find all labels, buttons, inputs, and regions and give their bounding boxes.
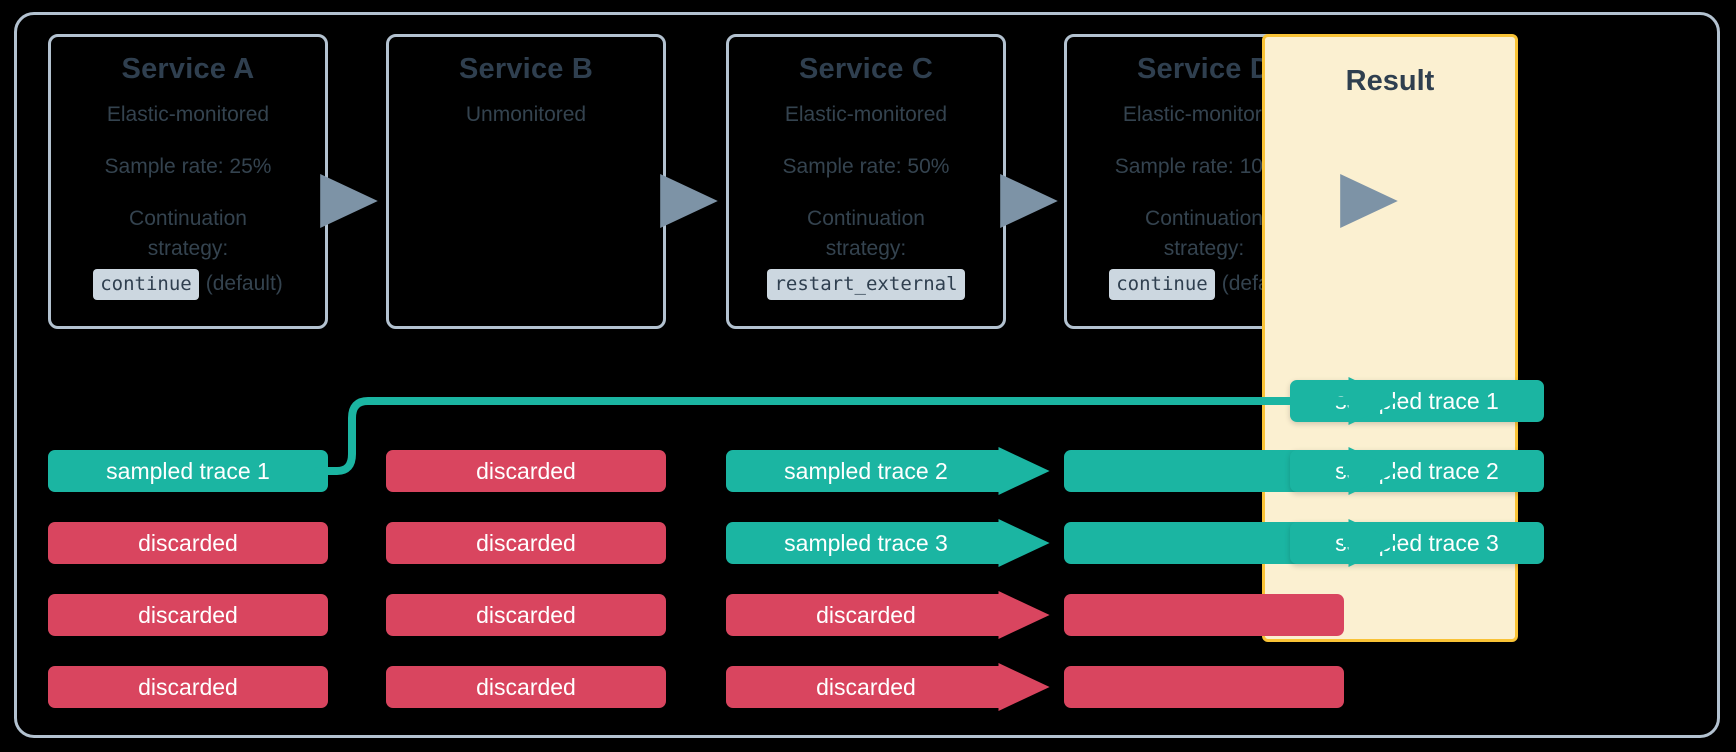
trace-pill: discarded	[386, 450, 666, 492]
result-trace-pill: sampled trace 1	[1290, 380, 1544, 422]
trace-pill	[1064, 594, 1344, 636]
trace-pill: discarded	[726, 666, 1006, 708]
service-sample-rate: Sample rate: 100%	[1114, 154, 1294, 178]
trace-pill: sampled trace 3	[726, 522, 1006, 564]
continuation-value-row: restart_external	[767, 268, 965, 301]
service-monitoring-status: Elastic-monitored	[1122, 103, 1286, 127]
service-monitoring-status: Elastic-monitored	[106, 103, 270, 127]
strategy-code-chip: continue	[93, 268, 199, 301]
trace-pill	[1064, 666, 1344, 708]
trace-pill: discarded	[48, 594, 328, 636]
result-trace-pill: sampled trace 3	[1290, 522, 1544, 564]
service-box-service-b: Service B Unmonitored	[386, 34, 666, 329]
continuation-label-line1: Continuation	[807, 206, 925, 230]
service-title: Service C	[799, 53, 933, 85]
service-monitoring-status: Unmonitored	[465, 103, 587, 127]
continuation-label-line1: Continuation	[1145, 206, 1263, 230]
service-sample-rate: Sample rate: 25%	[104, 154, 272, 178]
result-trace-pill: sampled trace 2	[1290, 450, 1544, 492]
continuation-label-line2: strategy:	[825, 237, 907, 261]
trace-pill: sampled trace 2	[726, 450, 1006, 492]
trace-pill: discarded	[386, 594, 666, 636]
outer-frame	[14, 12, 1720, 738]
service-title: Service D	[1137, 53, 1271, 85]
service-title: Service A	[121, 53, 255, 85]
continuation-label-line1: Continuation	[129, 206, 247, 230]
trace-pill: discarded	[386, 522, 666, 564]
service-sample-rate: Sample rate: 50%	[782, 154, 950, 178]
continuation-value-row: continue(default)	[93, 268, 283, 301]
strategy-code-chip: continue	[1109, 268, 1215, 301]
strategy-code-chip: restart_external	[767, 268, 965, 301]
trace-pill: discarded	[48, 522, 328, 564]
continuation-label-line2: strategy:	[1163, 237, 1245, 261]
service-continuation-strategy: Continuation strategy: continue(default)	[93, 204, 283, 301]
trace-pill: discarded	[386, 666, 666, 708]
continuation-label-line2: strategy:	[147, 237, 229, 261]
trace-pill: discarded	[48, 666, 328, 708]
trace-pill: sampled trace 1	[48, 450, 328, 492]
result-title: Result	[1345, 65, 1435, 97]
service-monitoring-status: Elastic-monitored	[784, 103, 948, 127]
service-title: Service B	[459, 53, 593, 85]
service-continuation-strategy: Continuation strategy: restart_external	[767, 204, 965, 301]
trace-pill: discarded	[726, 594, 1006, 636]
strategy-default-note: (default)	[205, 271, 283, 295]
